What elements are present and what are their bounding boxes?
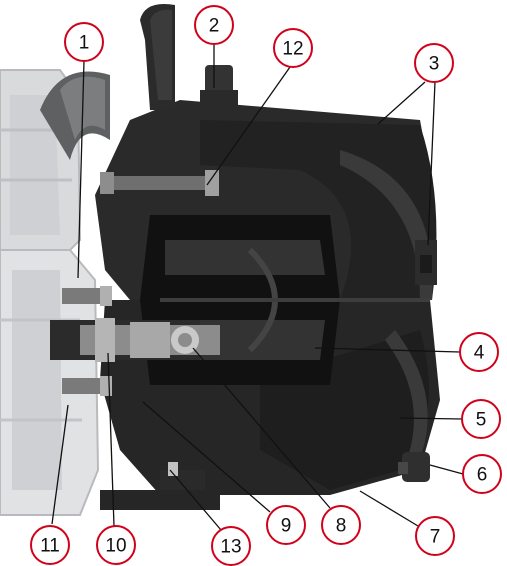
leader-line-10 [107,352,115,527]
callout-label-11: 11 [40,536,60,557]
discharge-flange [415,240,437,285]
callout-label-1: 1 [79,33,90,54]
callout-5: 5 [461,399,501,439]
leader-line-11 [51,404,69,525]
callout-label-10: 10 [105,536,126,557]
leader-line-4 [314,347,461,353]
leader-line-12 [206,66,291,186]
drain-plug [398,452,430,482]
leader-line-7 [359,490,419,527]
leader-line-3a [377,81,426,125]
callout-label-3: 3 [429,54,440,75]
leader-line-5 [399,417,463,420]
callout-8: 8 [321,505,361,545]
callout-4: 4 [459,332,499,372]
leader-line-6 [429,464,464,475]
callout-label-8: 8 [336,516,347,537]
callout-label-12: 12 [282,39,303,60]
top-bolt [100,170,219,196]
callout-label-7: 7 [430,527,441,548]
callout-label-13: 13 [220,537,241,558]
callouts: 1 2 3 4 5 6 7 [30,5,502,566]
leader-line-9 [142,401,271,513]
callout-label-9: 9 [281,516,292,537]
callout-10: 10 [96,525,136,565]
callout-label-6: 6 [477,465,488,486]
base-feet [100,462,220,510]
callout-2: 2 [194,5,234,45]
callout-12: 12 [273,28,313,68]
leader-line-8 [192,347,331,509]
carry-handle [140,4,175,110]
leader-line-3b [427,81,436,246]
callout-3: 3 [414,43,454,83]
callout-11: 11 [30,525,70,565]
fill-cap [200,65,238,105]
callout-7: 7 [415,516,455,556]
callout-1: 1 [64,22,104,62]
callout-label-4: 4 [474,343,485,364]
callout-9: 9 [266,505,306,545]
shaft-assembly [50,286,220,396]
callout-6: 6 [462,454,502,494]
leader-line-13 [169,469,222,531]
callout-13: 13 [211,526,251,566]
leader-lines [51,44,464,531]
leader-line-1 [77,60,85,279]
callout-label-5: 5 [476,410,487,431]
callout-label-2: 2 [209,16,220,37]
